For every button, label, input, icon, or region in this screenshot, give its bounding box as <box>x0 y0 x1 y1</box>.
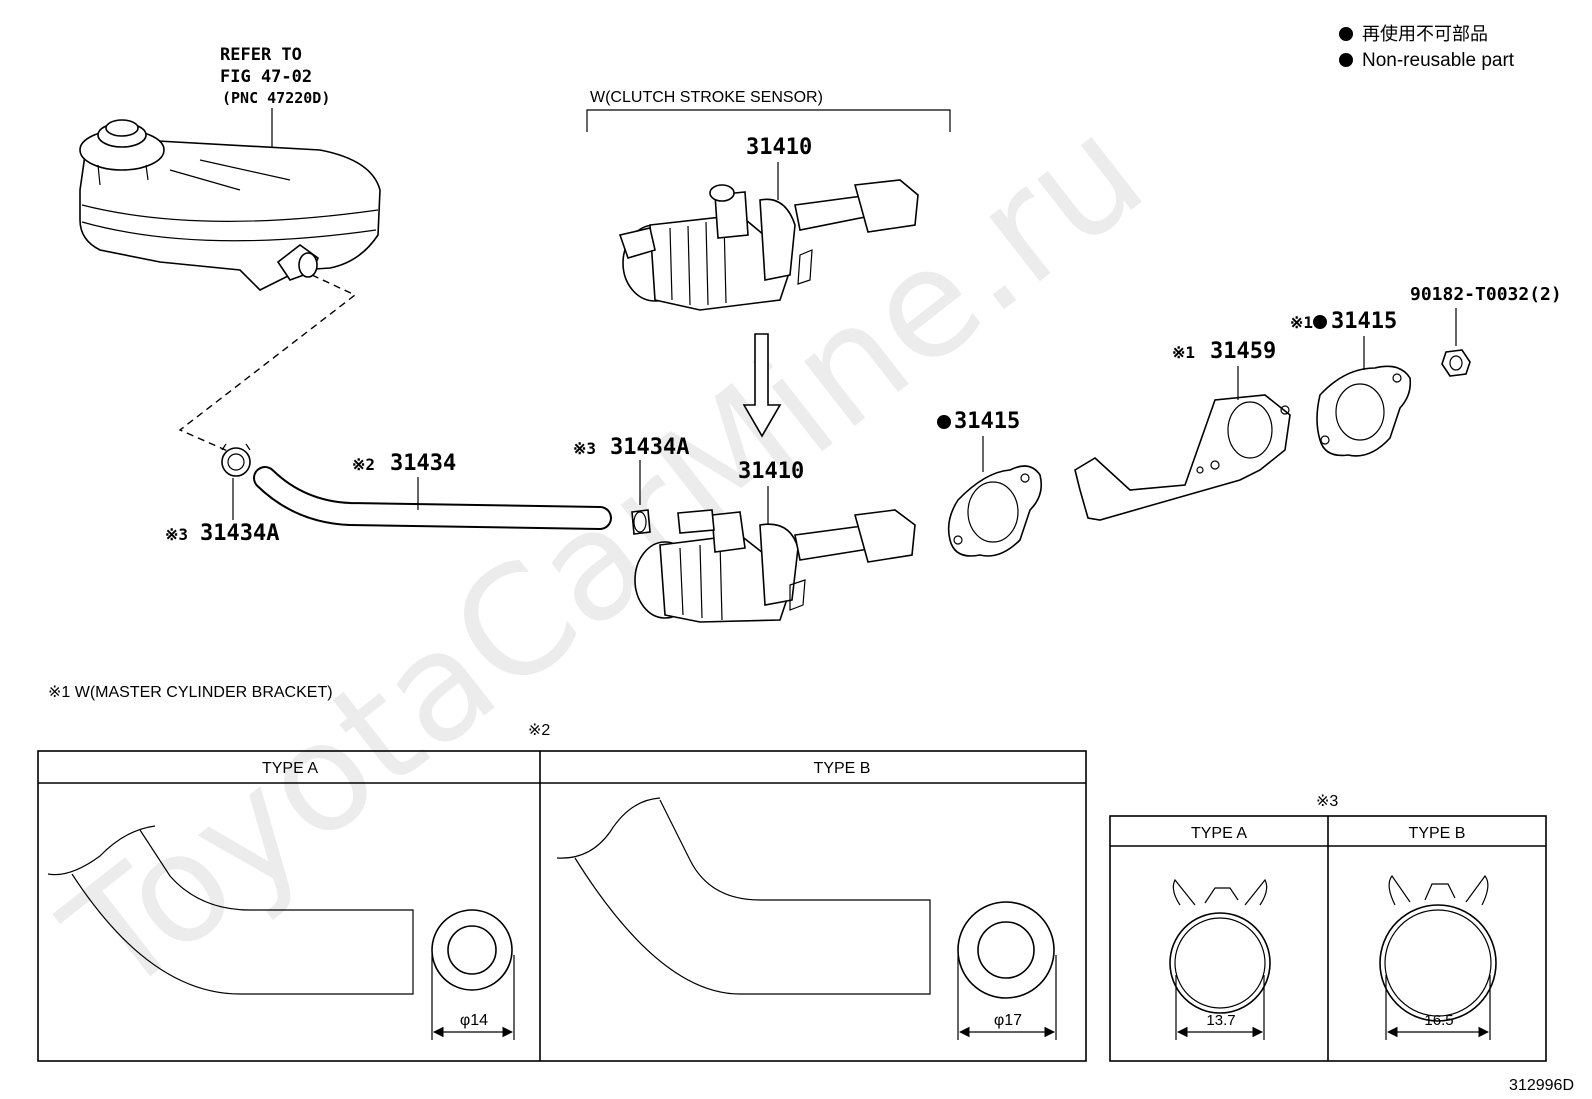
label-gasket-front: 31415 <box>954 409 1020 434</box>
box2-dim-b: φ17 <box>994 1012 1022 1029</box>
clamp-type-a-icon <box>1169 878 1271 1040</box>
gasket-rear-icon <box>1316 365 1412 457</box>
note-master-cylinder-bracket: ※1 W(MASTER CYLINDER BRACKET) <box>48 684 333 701</box>
label-lower-cylinder: 31410 <box>738 459 804 484</box>
down-arrow-icon <box>742 333 782 438</box>
label-clamp-right-mark: ※3 <box>573 439 596 458</box>
box2-type-a: TYPE A <box>262 760 318 777</box>
box2-type-b: TYPE B <box>814 760 871 777</box>
box3-dim-a: 13.7 <box>1206 1012 1235 1029</box>
reservoir-ref-line3: (PNC 47220D) <box>222 89 330 107</box>
non-reusable-dot-icon <box>937 415 951 429</box>
clamp-type-b-icon <box>1379 874 1497 1040</box>
master-cylinder-lower-icon <box>634 509 916 623</box>
clutch-sensor-header: W(CLUTCH STROKE SENSOR) <box>590 89 823 106</box>
reservoir-reference: REFER TO FIG 47-02 (PNC 47220D) <box>220 45 330 150</box>
non-reusable-dot-icon <box>1339 27 1353 41</box>
box2-dim-a: φ14 <box>460 1012 488 1029</box>
label-nut: 90182-T0032(2) <box>1410 284 1562 305</box>
label-upper-cylinder: 31410 <box>746 135 812 160</box>
label-hose: 31434 <box>390 451 456 476</box>
legend: 再使用不可部品 Non-reusable part <box>1339 24 1515 71</box>
master-cylinder-upper-icon <box>618 179 919 311</box>
box2-mark: ※2 <box>528 722 550 739</box>
clutch-sensor-bracket: W(CLUTCH STROKE SENSOR) <box>586 89 951 132</box>
legend-jp: 再使用不可部品 <box>1362 24 1488 44</box>
nut-icon <box>1441 349 1471 377</box>
clamp-types-table: ※3 TYPE A TYPE B 13.7 16.5 <box>1109 793 1547 1062</box>
reservoir-ref-line1: REFER TO <box>220 45 302 65</box>
reservoir-ref-line2: FIG 47-02 <box>220 67 312 87</box>
clamp-right-icon <box>631 509 651 535</box>
label-gasket-rear: 31415 <box>1331 309 1397 334</box>
non-reusable-dot-icon <box>1313 315 1327 329</box>
label-clamp-right: 31434A <box>610 435 689 460</box>
label-bracket-mark: ※1 <box>1172 343 1195 362</box>
label-clamp-left: 31434A <box>200 521 279 546</box>
non-reusable-dot-icon <box>1339 53 1353 67</box>
connection-dashed-line <box>178 274 357 453</box>
reservoir-tank-icon <box>79 119 381 291</box>
drawing-id: 312996D <box>1509 1077 1574 1094</box>
hose-icon <box>253 466 612 530</box>
box3-dim-b: 16.5 <box>1424 1012 1453 1029</box>
clamp-left-icon <box>221 443 251 477</box>
box3-mark: ※3 <box>1316 793 1338 810</box>
box3-type-a: TYPE A <box>1191 825 1247 842</box>
gasket-front-icon <box>947 465 1043 557</box>
hose-types-table: ※2 TYPE A TYPE B φ14 φ17 <box>37 722 1087 1062</box>
label-clamp-left-mark: ※3 <box>165 525 188 544</box>
legend-en: Non-reusable part <box>1362 50 1515 71</box>
hose-type-a-profile-icon <box>47 825 515 1040</box>
box3-type-b: TYPE B <box>1409 825 1466 842</box>
hose-type-b-profile-icon <box>556 797 1057 1040</box>
bracket-icon <box>1074 394 1291 521</box>
label-gasket-rear-mark: ※1 <box>1290 313 1313 332</box>
label-hose-mark: ※2 <box>352 455 375 474</box>
label-bracket: 31459 <box>1210 339 1276 364</box>
